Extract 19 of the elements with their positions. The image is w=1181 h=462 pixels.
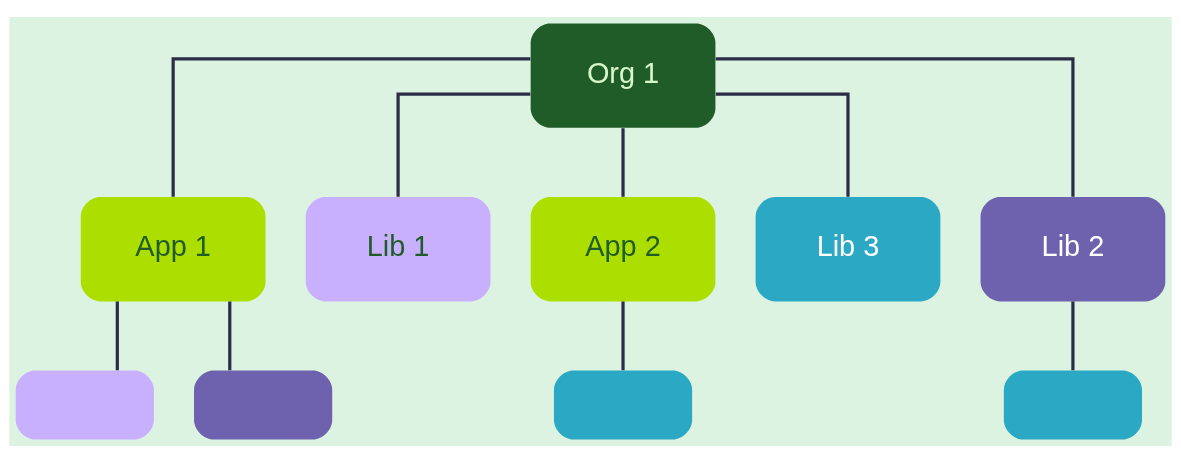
connector xyxy=(396,92,531,197)
node-box: Lib 3 xyxy=(755,196,941,301)
node-box: Lib 2 xyxy=(980,196,1166,301)
connector xyxy=(621,301,625,370)
connector xyxy=(171,56,531,197)
connector xyxy=(715,92,850,197)
node-box: Org 1 xyxy=(530,22,716,128)
connector xyxy=(228,301,232,370)
connector xyxy=(1071,301,1075,370)
node-box: App 2 xyxy=(530,196,716,301)
node-box xyxy=(553,370,693,440)
node-box xyxy=(1003,370,1142,440)
node-box xyxy=(15,370,154,440)
node-box: Lib 1 xyxy=(305,196,491,301)
node-box xyxy=(194,370,333,440)
node-box: App 1 xyxy=(80,196,266,301)
connector xyxy=(715,56,1075,197)
connector xyxy=(115,301,119,370)
connector xyxy=(621,127,625,197)
